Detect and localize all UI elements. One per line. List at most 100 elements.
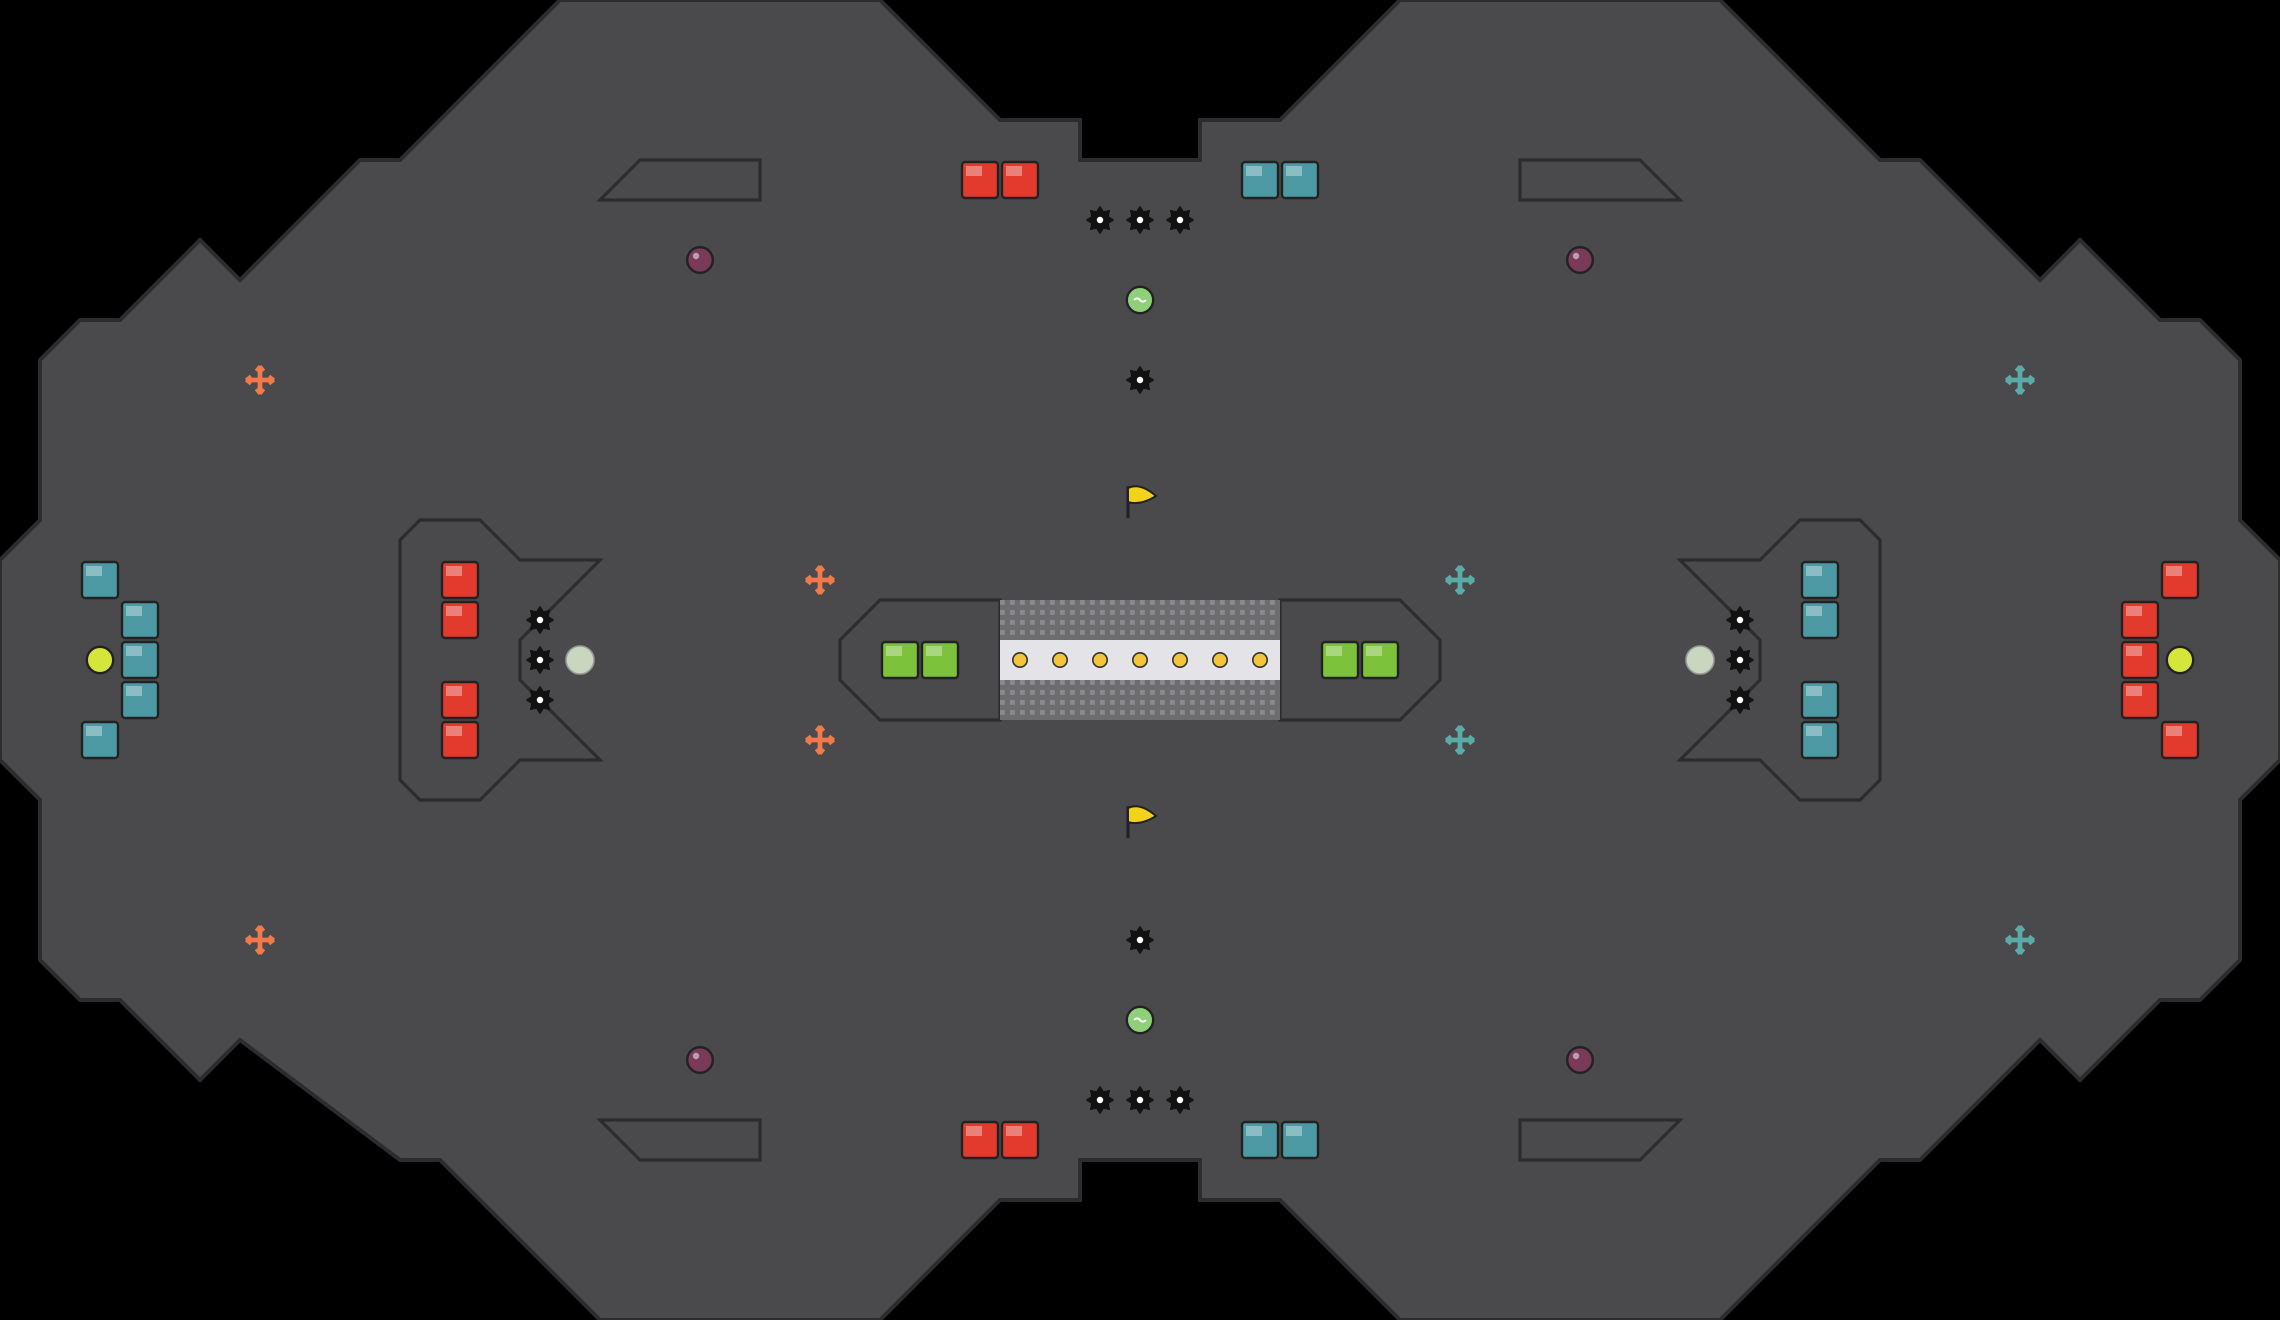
center-wall-left bbox=[838, 598, 1002, 722]
red-tile bbox=[2160, 560, 2200, 600]
gate-button bbox=[1211, 651, 1228, 668]
green-tile-shine bbox=[926, 646, 942, 656]
top-left-bar bbox=[596, 158, 762, 202]
spike-center bbox=[536, 616, 544, 624]
red-tile-shine bbox=[446, 726, 462, 736]
spike-center bbox=[1096, 1096, 1104, 1104]
bomb-shine bbox=[1572, 1052, 1580, 1060]
green-tile-shine bbox=[1366, 646, 1383, 656]
blue-boost bbox=[1444, 724, 1476, 756]
green-tile-shine bbox=[1326, 646, 1343, 656]
boost-arrows bbox=[804, 724, 836, 756]
spike-center bbox=[1176, 216, 1184, 224]
spike-center bbox=[1736, 616, 1744, 624]
boost-cross bbox=[246, 366, 274, 394]
bomb-body bbox=[686, 245, 715, 274]
boost-cross bbox=[2006, 366, 2034, 394]
spike bbox=[1725, 605, 1755, 635]
blue-tile bbox=[120, 680, 160, 720]
red-tile-shine bbox=[2126, 646, 2142, 656]
green-tile-shine bbox=[886, 646, 902, 656]
gate-button bbox=[1051, 651, 1068, 668]
spike bbox=[1125, 205, 1155, 235]
red-tile bbox=[440, 560, 480, 600]
green-tile bbox=[880, 640, 920, 680]
bottom-right-bar bbox=[1518, 1118, 1684, 1162]
spike bbox=[1125, 925, 1155, 955]
bomb-body bbox=[1566, 1046, 1595, 1075]
bomb-body bbox=[1566, 245, 1595, 274]
spike-center bbox=[1136, 1096, 1144, 1104]
bomb-body bbox=[686, 1046, 715, 1075]
red-boost bbox=[804, 724, 836, 756]
boost-cross bbox=[806, 726, 834, 754]
spike-center bbox=[536, 656, 544, 664]
green-tile bbox=[1360, 640, 1400, 680]
red-tile bbox=[440, 680, 480, 720]
red-tile-shine bbox=[966, 166, 982, 176]
spike bbox=[525, 605, 555, 635]
boost-cross bbox=[246, 926, 274, 954]
spike bbox=[1125, 1085, 1155, 1115]
boost-cross bbox=[806, 566, 834, 594]
bomb bbox=[686, 1046, 715, 1075]
spike bbox=[1165, 205, 1195, 235]
red-tile-shine bbox=[2166, 726, 2182, 736]
boost-arrows bbox=[1444, 724, 1476, 756]
portal-bottom-wave bbox=[1133, 1017, 1147, 1023]
red-tile bbox=[2120, 680, 2160, 720]
blue-tile bbox=[1280, 1120, 1320, 1160]
spike bbox=[525, 645, 555, 675]
red-base-flag-spot bbox=[85, 645, 115, 675]
red-tile bbox=[1000, 1120, 1040, 1160]
gate-button bbox=[1131, 651, 1148, 668]
bomb bbox=[1566, 245, 1595, 274]
blue-tile bbox=[1800, 600, 1840, 640]
bottom-left-bar bbox=[596, 1118, 762, 1162]
blue-base-button bbox=[1685, 645, 1715, 675]
spike-center bbox=[1096, 216, 1104, 224]
boost-arrows bbox=[2004, 364, 2036, 396]
boost-arrows bbox=[804, 564, 836, 596]
red-boost bbox=[244, 924, 276, 956]
flag-cloth bbox=[1127, 485, 1158, 505]
boost-cross bbox=[1446, 566, 1474, 594]
red-tile-shine bbox=[2126, 686, 2142, 696]
blue-boost bbox=[2004, 364, 2036, 396]
spike bbox=[1125, 365, 1155, 395]
green-tile bbox=[920, 640, 960, 680]
blue-tile-shine bbox=[1806, 566, 1823, 576]
blue-tile-shine bbox=[1806, 686, 1823, 696]
red-tile-shine bbox=[2126, 606, 2142, 616]
red-tile bbox=[2120, 640, 2160, 680]
gate-button bbox=[1011, 651, 1028, 668]
red-tile-shine bbox=[966, 1126, 982, 1136]
red-base-button bbox=[565, 645, 595, 675]
gate-button bbox=[1171, 651, 1188, 668]
blue-tile-shine bbox=[1286, 166, 1303, 176]
spike-center bbox=[536, 696, 544, 704]
spike bbox=[1085, 1085, 1115, 1115]
boost-cross bbox=[1446, 726, 1474, 754]
red-boost bbox=[804, 564, 836, 596]
blue-tile-shine bbox=[1246, 1126, 1262, 1136]
spike-center bbox=[1136, 216, 1144, 224]
gate-button bbox=[1091, 651, 1108, 668]
bomb-shine bbox=[692, 1052, 700, 1060]
red-boost bbox=[244, 364, 276, 396]
red-tile-shine bbox=[2166, 566, 2182, 576]
blue-base-flag-spot bbox=[2165, 645, 2195, 675]
spike-center bbox=[1176, 1096, 1184, 1104]
blue-tile bbox=[1800, 680, 1840, 720]
blue-tile bbox=[1240, 160, 1280, 200]
blue-tile bbox=[1800, 560, 1840, 600]
spike-center bbox=[1136, 376, 1144, 384]
red-tile bbox=[440, 720, 480, 760]
red-tile bbox=[2160, 720, 2200, 760]
portal-top-wave bbox=[1133, 297, 1147, 303]
red-tile-shine bbox=[446, 566, 462, 576]
boost-arrows bbox=[244, 364, 276, 396]
red-tile-shine bbox=[446, 606, 462, 616]
